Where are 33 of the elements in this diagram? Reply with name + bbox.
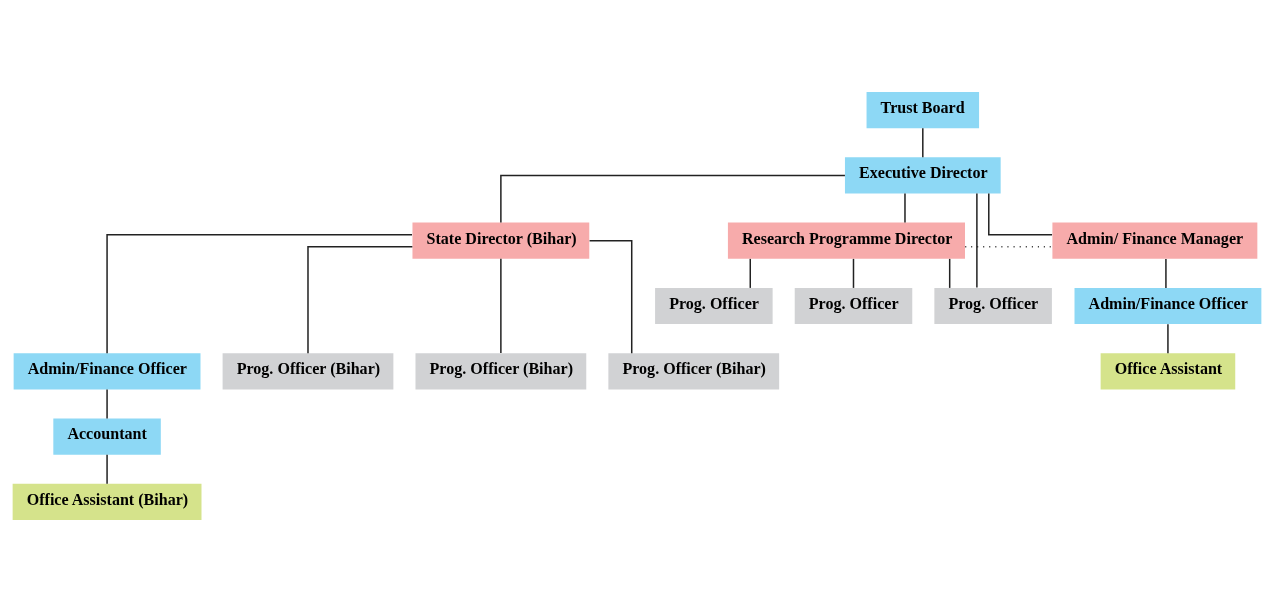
- connector: [500, 174, 846, 224]
- connector: [106, 233, 413, 354]
- node-box: Executive Director: [844, 157, 1001, 194]
- node-box: Prog. Officer (Bihar): [415, 353, 587, 390]
- connector: [904, 192, 906, 224]
- connector: [964, 245, 1053, 248]
- connector: [948, 258, 951, 289]
- connector: [106, 388, 108, 420]
- node-box: Office Assistant: [1100, 353, 1236, 390]
- node-box: Prog. Officer (Bihar): [608, 353, 780, 390]
- connector: [1165, 258, 1167, 289]
- connector: [922, 127, 924, 159]
- connector: [749, 258, 752, 289]
- node-box: Prog. Officer (Bihar): [222, 353, 394, 390]
- node-box: Admin/Finance Officer: [13, 353, 201, 390]
- node-box: Accountant: [53, 418, 161, 455]
- connector: [988, 192, 1053, 236]
- node-box: Admin/Finance Officer: [1074, 287, 1262, 325]
- connector: [588, 239, 633, 354]
- node-box: State Director (Bihar): [412, 222, 590, 259]
- node-box: Office Assistant (Bihar): [12, 483, 202, 520]
- connector: [500, 258, 502, 354]
- connector: [852, 258, 855, 289]
- connector: [307, 245, 414, 354]
- node-box: Admin/ Finance Manager: [1052, 222, 1258, 259]
- node-box: Research Programme Director: [727, 222, 965, 259]
- connector: [106, 454, 108, 485]
- connector: [1167, 323, 1169, 354]
- node-box: Trust Board: [866, 92, 980, 129]
- node-box: Prog. Officer: [655, 287, 773, 325]
- node-box: Prog. Officer: [934, 287, 1052, 325]
- connector: [976, 192, 978, 289]
- node-box: Prog. Officer: [794, 287, 913, 325]
